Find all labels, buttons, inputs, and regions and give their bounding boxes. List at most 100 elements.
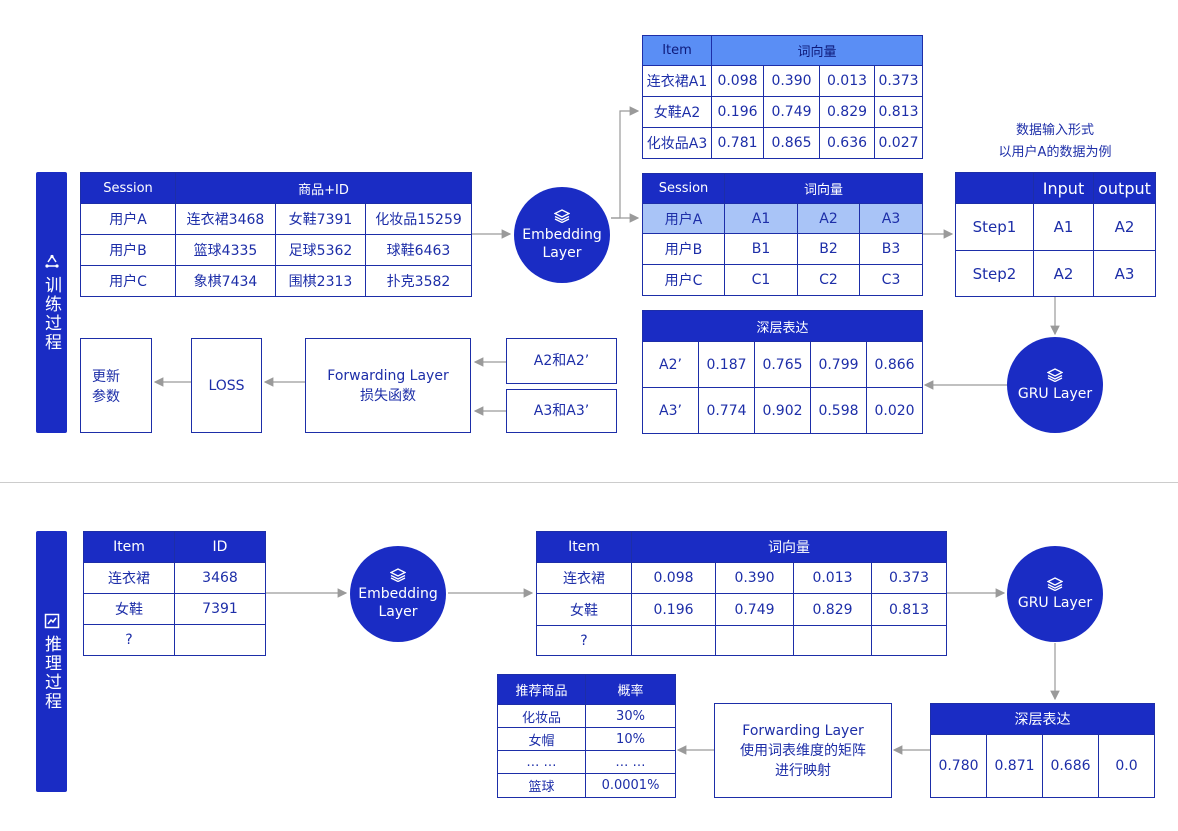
table-row: 女鞋 0.196 0.749 0.829 0.813: [536, 593, 947, 626]
inference-deep-table: 深层表达 0.780 0.871 0.686 0.0: [930, 703, 1155, 798]
input-format-note: 数据输入形式 以用户A的数据为例: [960, 120, 1150, 164]
table-cell: … …: [497, 750, 586, 774]
table-cell: 0.813: [873, 96, 924, 128]
table-row: 女鞋 7391: [83, 593, 266, 625]
table-cell: 化妆品15259: [365, 203, 472, 235]
table-cell: 0.749: [763, 96, 820, 128]
loss-label: LOSS: [208, 377, 245, 394]
table-cell: 0.765: [754, 341, 811, 388]
chart-icon: [44, 613, 59, 628]
table-cell: A2: [1033, 250, 1094, 297]
forwarding-line2: 损失函数: [360, 387, 416, 404]
training-sidebar-label: 训练过程: [41, 275, 61, 352]
table-cell: 化妆品: [497, 704, 586, 728]
update-line2: 参数: [92, 389, 120, 405]
inference-sidebar: 推理过程: [36, 531, 67, 792]
pair-a2-label: A2和A2’: [533, 353, 590, 369]
table-header: 词向量: [723, 173, 924, 204]
table-cell: ?: [536, 625, 632, 656]
forwarding-line2: 使用词表维度的矩阵: [740, 742, 866, 759]
pair-a3-box: A3和A3’: [506, 389, 617, 433]
table-cell: 女鞋: [536, 593, 632, 626]
table-cell: 0.098: [711, 65, 764, 97]
table-header: ID: [174, 531, 266, 563]
table-row: 化妆品A3 0.781 0.865 0.636 0.027: [642, 127, 924, 159]
table-cell: 连衣裙: [536, 562, 632, 594]
table-row: 用户A 连衣裙3468 女鞋7391 化妆品15259: [80, 203, 472, 235]
table-header: [955, 172, 1034, 204]
table-cell: 3468: [174, 562, 266, 594]
table-cell: A3: [1093, 250, 1156, 297]
table-cell: 连衣裙3468: [175, 203, 276, 235]
layers-icon: [1047, 367, 1063, 382]
table-cell: 女鞋7391: [275, 203, 366, 235]
layers-icon: [1047, 576, 1063, 591]
table-header: 深层表达: [930, 703, 1155, 735]
table-row: 用户C 象棋7434 围棋2313 扑克3582: [80, 265, 472, 297]
table-row: 用户B B1 B2 B3: [642, 233, 924, 265]
table-cell: 0.0001%: [585, 773, 676, 798]
table-cell: 0.390: [763, 65, 820, 97]
table-header: Item: [642, 35, 712, 66]
table-cell: 连衣裙A1: [642, 65, 712, 97]
training-gru-layer: GRU Layer: [1007, 337, 1103, 433]
table-row: 女帽 10%: [497, 727, 676, 751]
table-cell: B3: [858, 233, 924, 265]
table-cell: [871, 625, 947, 656]
table-header: 推荐商品: [497, 674, 586, 705]
forwarding-line3: 进行映射: [775, 762, 831, 779]
table-cell: 0.780: [930, 734, 987, 798]
table-cell: 0.027: [873, 127, 924, 159]
table-cell: 化妆品A3: [642, 127, 712, 159]
table-row: ?: [536, 625, 947, 656]
training-sidebar: 训练过程: [36, 172, 67, 433]
gru-label: GRU Layer: [1017, 594, 1093, 611]
table-cell: 扑克3582: [365, 265, 472, 297]
table-cell: 0.902: [754, 387, 811, 434]
table-header: Input: [1033, 172, 1094, 204]
note-line2: 以用户A的数据为例: [998, 145, 1112, 160]
training-forwarding-layer: Forwarding Layer 损失函数: [305, 338, 471, 433]
table-row: A2’ 0.187 0.765 0.799 0.866: [642, 341, 924, 388]
inference-vector-table: Item 词向量 连衣裙 0.098 0.390 0.013 0.373 女鞋 …: [536, 531, 947, 656]
embedding-label-line1: Embedding: [522, 226, 602, 243]
table-header: Session: [80, 172, 176, 204]
table-cell: 0.871: [986, 734, 1043, 798]
table-cell: 30%: [585, 704, 676, 728]
table-cell: 0.781: [711, 127, 764, 159]
table-cell: 0.013: [819, 65, 875, 97]
table-cell: 用户B: [642, 233, 725, 265]
table-row: 连衣裙 0.098 0.390 0.013 0.373: [536, 562, 947, 594]
table-cell: 用户A: [642, 203, 725, 234]
table-header: 概率: [585, 674, 676, 705]
table-cell: A3’: [642, 387, 699, 434]
table-row: 用户B 篮球4335 足球5362 球鞋6463: [80, 234, 472, 266]
table-header: Item: [83, 531, 175, 563]
inference-gru-layer: GRU Layer: [1007, 546, 1103, 642]
table-cell: 0.187: [698, 341, 755, 388]
training-embedding-layer: Embedding Layer: [514, 187, 610, 283]
session-table: Session 商品+ID 用户A 连衣裙3468 女鞋7391 化妆品1525…: [80, 172, 472, 297]
table-cell: 0.373: [873, 65, 924, 97]
table-cell: 象棋7434: [175, 265, 276, 297]
table-cell: 0.799: [810, 341, 867, 388]
inference-forwarding-layer: Forwarding Layer 使用词表维度的矩阵 进行映射: [714, 703, 892, 798]
table-row: 女鞋A2 0.196 0.749 0.829 0.813: [642, 96, 924, 128]
table-cell: 0.013: [793, 562, 872, 594]
table-cell: 连衣裙: [83, 562, 175, 594]
table-cell: 0.390: [715, 562, 794, 594]
table-cell: ?: [83, 624, 175, 656]
table-cell: 0.829: [793, 593, 872, 626]
table-cell: 0.636: [819, 127, 875, 159]
table-cell: 0.373: [871, 562, 947, 594]
table-cell: A3: [858, 203, 924, 234]
table-row: 化妆品 30%: [497, 704, 676, 728]
table-cell: 足球5362: [275, 234, 366, 266]
table-cell: 围棋2313: [275, 265, 366, 297]
table-row: 用户C C1 C2 C3: [642, 264, 924, 296]
table-cell: 用户B: [80, 234, 176, 266]
item-id-table: Item ID 连衣裙 3468 女鞋 7391 ?: [83, 531, 266, 656]
table-cell: 7391: [174, 593, 266, 625]
table-cell: 女鞋: [83, 593, 175, 625]
